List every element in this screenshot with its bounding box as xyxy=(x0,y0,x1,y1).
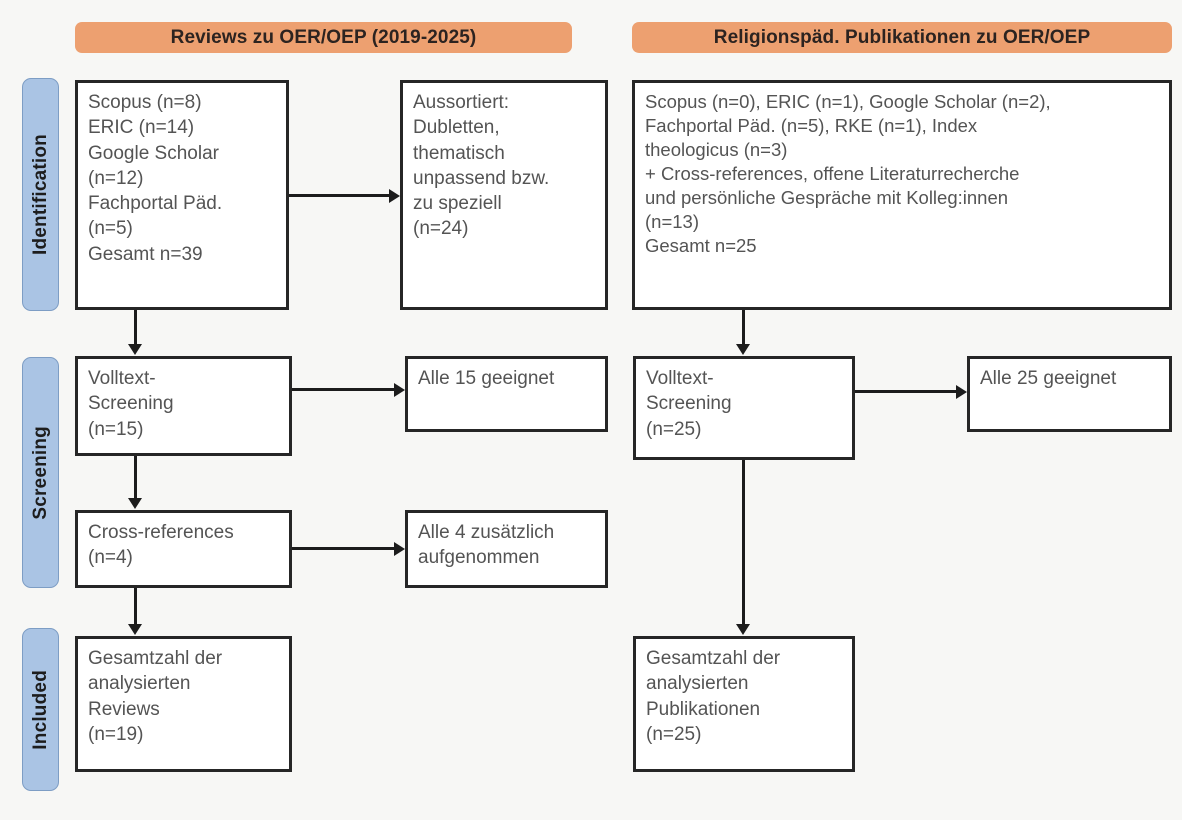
box-left-excluded: Aussortiert: Dubletten, thematisch unpas… xyxy=(400,80,608,310)
arrowhead-left-crossref-to-included xyxy=(128,624,142,635)
box-right-fulltext-screening: Volltext- Screening (n=25) xyxy=(633,356,855,460)
connector-left-crossref-to-result xyxy=(292,547,394,550)
box-right-included-total: Gesamtzahl der analysierten Publikatione… xyxy=(633,636,855,772)
box-left-sources-text: Scopus (n=8) ERIC (n=14) Google Scholar … xyxy=(88,92,223,265)
column-header-reviews: Reviews zu OER/OEP (2019-2025) xyxy=(75,22,572,53)
arrowhead-left-fulltext-to-crossref xyxy=(128,498,142,509)
phase-label-identification-text: Identification xyxy=(29,133,51,256)
phase-label-included: Included xyxy=(22,628,59,791)
box-right-fulltext-result-text: Alle 25 geeignet xyxy=(980,368,1117,389)
box-left-sources: Scopus (n=8) ERIC (n=14) Google Scholar … xyxy=(75,80,289,310)
connector-left-sources-to-excluded xyxy=(289,194,389,197)
phase-label-screening-text: Screening xyxy=(29,425,51,520)
connector-left-crossref-to-included xyxy=(134,588,137,624)
box-left-included-total-text: Gesamtzahl der analysierten Reviews (n=1… xyxy=(88,648,223,745)
box-right-included-total-text: Gesamtzahl der analysierten Publikatione… xyxy=(646,648,781,745)
connector-left-fulltext-to-result xyxy=(292,388,394,391)
box-left-fulltext-result-text: Alle 15 geeignet xyxy=(418,368,555,389)
arrowhead-left-sources-to-fulltext xyxy=(128,344,142,355)
box-left-crossreferences-text: Cross-references (n=4) xyxy=(88,522,234,569)
arrowhead-right-fulltext-to-included xyxy=(736,624,750,635)
connector-right-fulltext-to-included xyxy=(742,460,745,624)
arrowhead-right-sources-to-fulltext xyxy=(736,344,750,355)
arrowhead-left-crossref-to-result xyxy=(394,542,405,556)
box-right-fulltext-screening-text: Volltext- Screening (n=25) xyxy=(646,368,732,440)
box-left-crossreferences-result-text: Alle 4 zusätzlich aufgenommen xyxy=(418,522,555,569)
box-right-sources: Scopus (n=0), ERIC (n=1), Google Scholar… xyxy=(632,80,1172,310)
arrowhead-right-fulltext-to-result xyxy=(956,385,967,399)
phase-label-included-text: Included xyxy=(29,669,51,750)
box-left-fulltext-screening-text: Volltext- Screening (n=15) xyxy=(88,368,174,440)
box-left-crossreferences: Cross-references (n=4) xyxy=(75,510,292,588)
box-left-fulltext-result: Alle 15 geeignet xyxy=(405,356,608,432)
connector-left-fulltext-to-crossref xyxy=(134,456,137,498)
arrowhead-left-sources-to-excluded xyxy=(389,189,400,203)
phase-label-identification: Identification xyxy=(22,78,59,311)
connector-right-fulltext-to-result xyxy=(855,390,956,393)
phase-label-screening: Screening xyxy=(22,357,59,588)
column-header-reviews-text: Reviews zu OER/OEP (2019-2025) xyxy=(170,26,477,48)
box-left-crossreferences-result: Alle 4 zusätzlich aufgenommen xyxy=(405,510,608,588)
connector-right-sources-to-fulltext xyxy=(742,310,745,344)
column-header-publications-text: Religionspäd. Publikationen zu OER/OEP xyxy=(713,26,1091,48)
box-right-fulltext-result: Alle 25 geeignet xyxy=(967,356,1172,432)
connector-left-sources-to-fulltext xyxy=(134,310,137,344)
box-left-fulltext-screening: Volltext- Screening (n=15) xyxy=(75,356,292,456)
box-left-included-total: Gesamtzahl der analysierten Reviews (n=1… xyxy=(75,636,292,772)
column-header-publications: Religionspäd. Publikationen zu OER/OEP xyxy=(632,22,1172,53)
box-right-sources-text: Scopus (n=0), ERIC (n=1), Google Scholar… xyxy=(645,91,1051,257)
arrowhead-left-fulltext-to-result xyxy=(394,383,405,397)
box-left-excluded-text: Aussortiert: Dubletten, thematisch unpas… xyxy=(413,92,550,240)
